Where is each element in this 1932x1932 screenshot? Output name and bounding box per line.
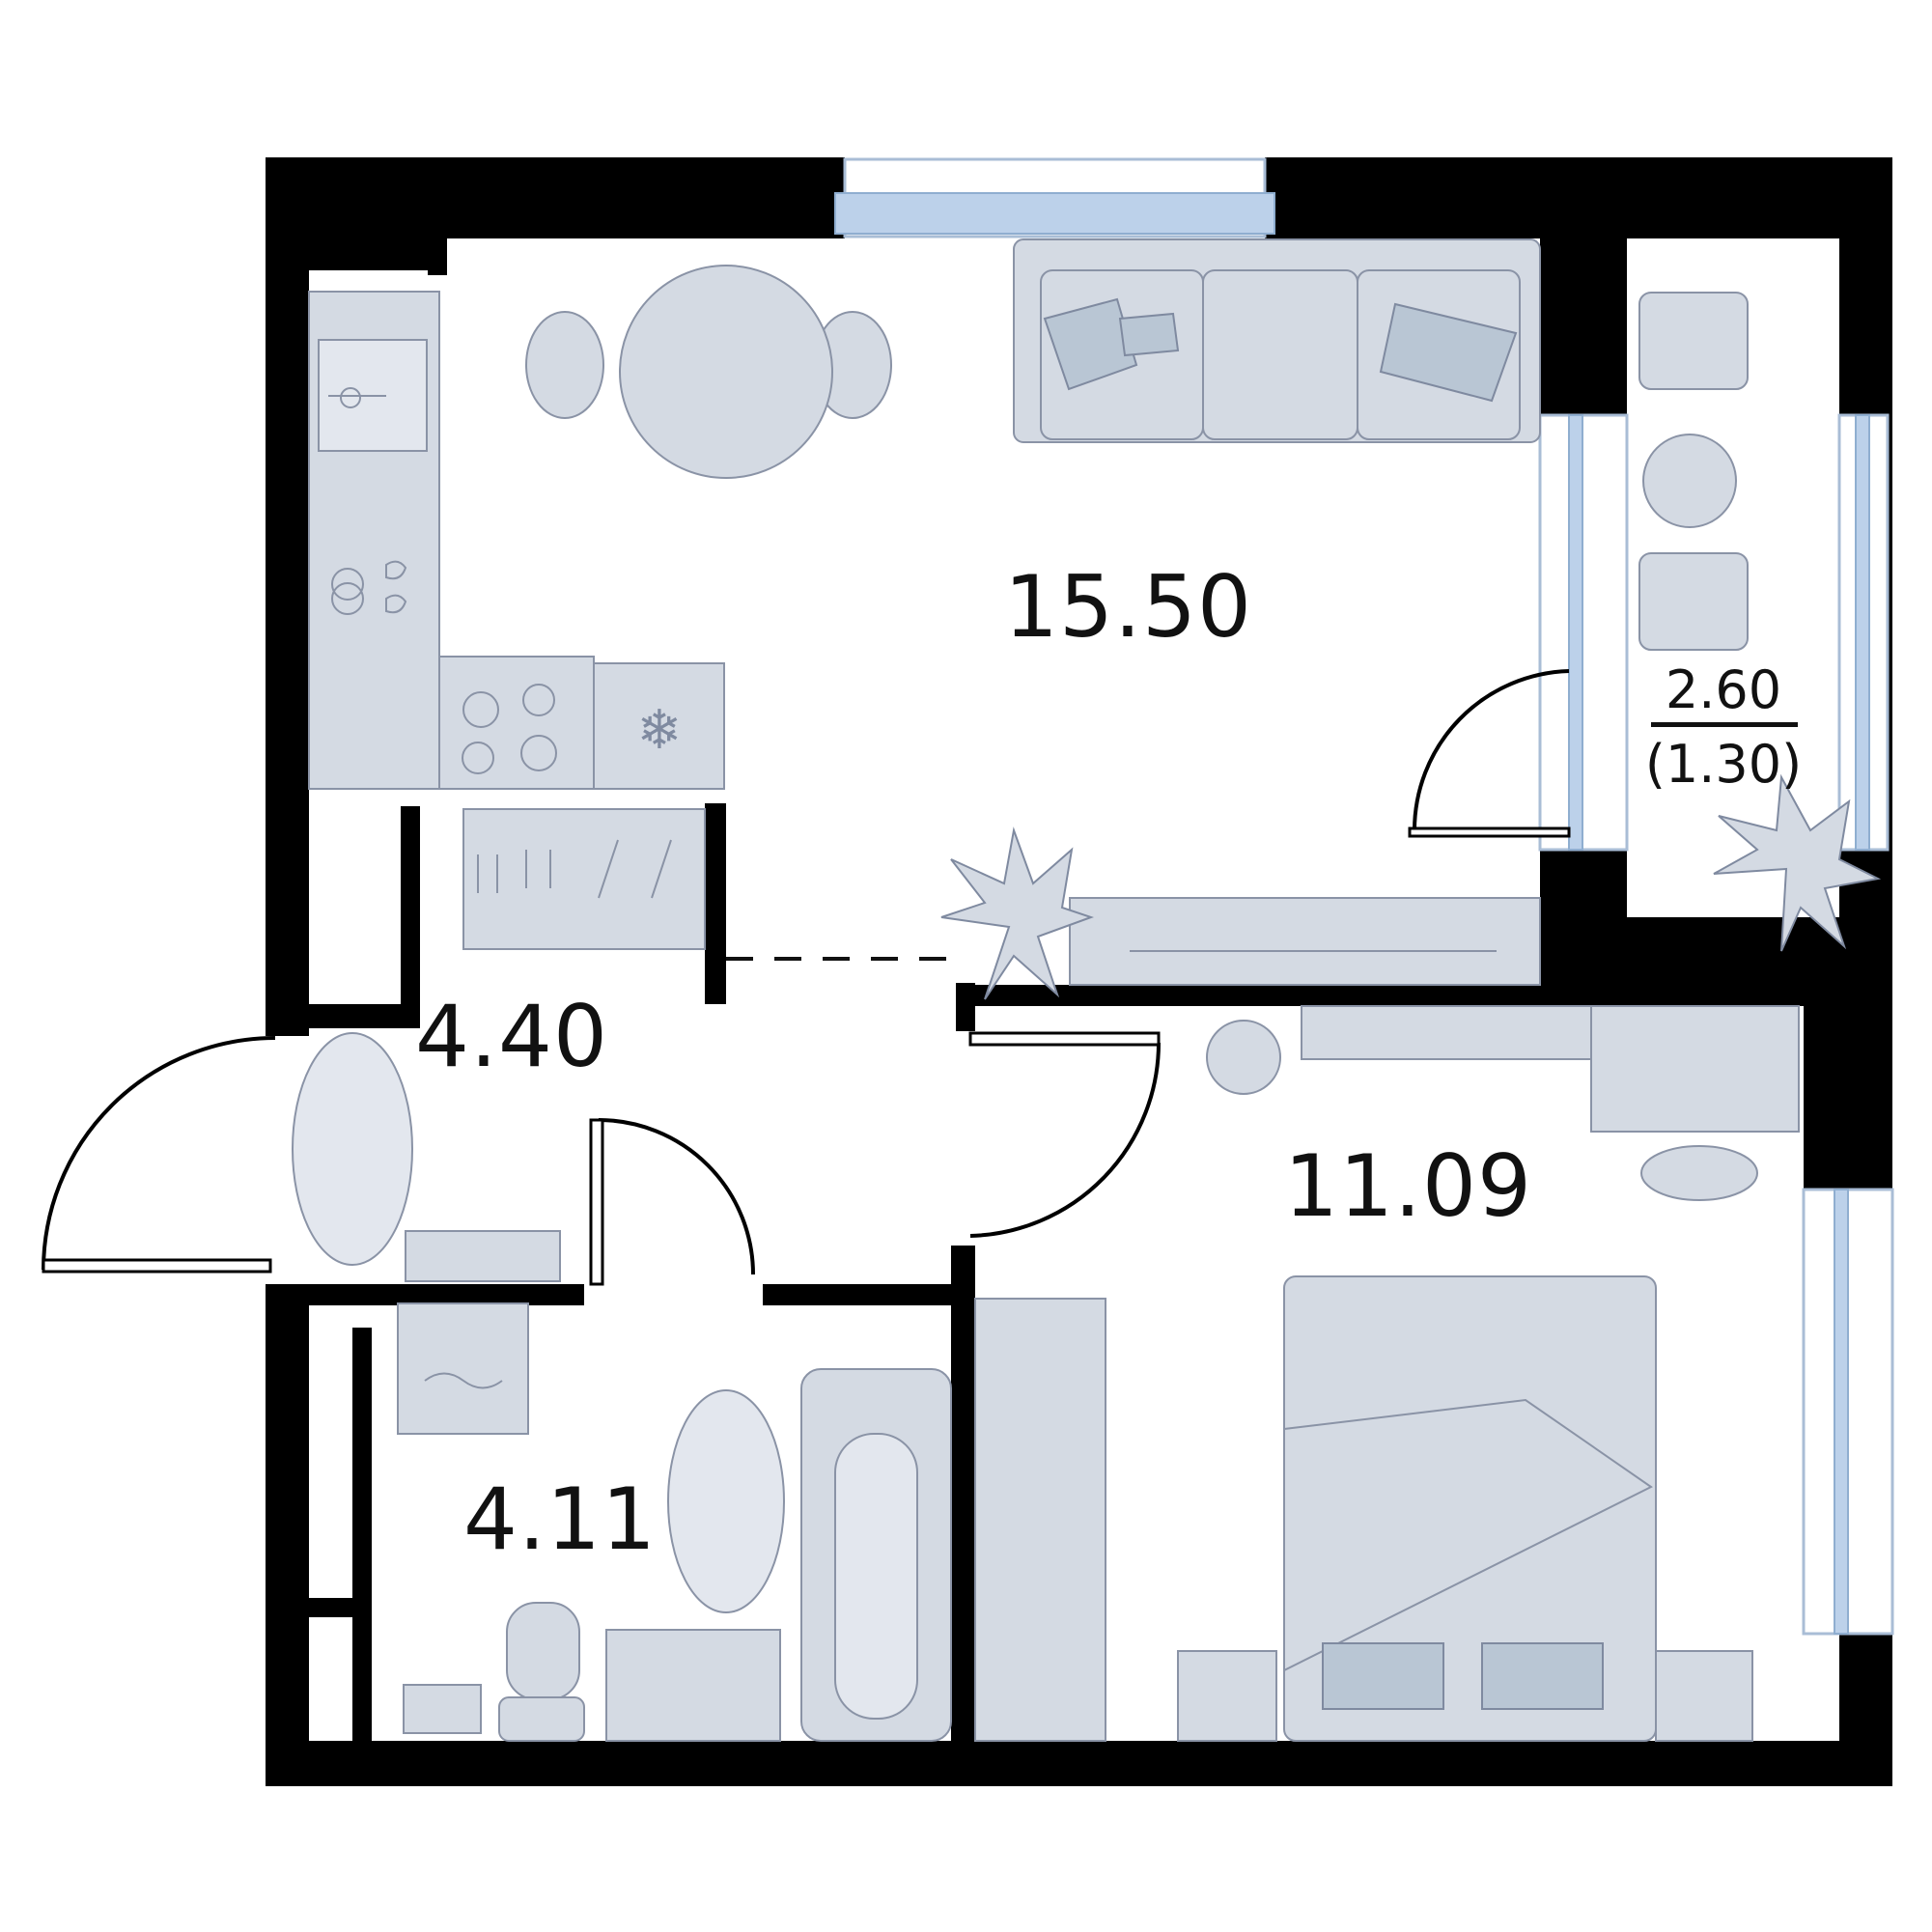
wall-wardrobe-right [705, 803, 726, 1004]
chair-icon [525, 311, 604, 419]
plant-icon [940, 773, 1882, 1000]
fridge-icon [593, 662, 725, 790]
wardrobe-icon [974, 1298, 1106, 1742]
toilet-icon [506, 1602, 580, 1700]
shoe-cabinet [462, 808, 706, 950]
wall-balcony-lower [1540, 850, 1627, 985]
kitchen: ❄ [308, 291, 725, 790]
area-bedroom: 11.09 [1284, 1136, 1532, 1236]
wall-bath-closet [352, 1328, 372, 1743]
balcony-chair-icon [1638, 552, 1749, 651]
area-hallway: 4.40 [415, 987, 608, 1086]
pillow-icon [1322, 1642, 1444, 1710]
door-bathroom [598, 1118, 755, 1275]
sofa-icon [1013, 238, 1541, 443]
wall-left-lower [266, 1284, 309, 1786]
fraction-line [1651, 722, 1798, 727]
bedroom [974, 1005, 1800, 1742]
wall-corner-block [309, 232, 444, 270]
nightstand-icon [1177, 1650, 1277, 1742]
shoe-rack-icon [405, 1230, 561, 1282]
window-living-right-glass [1568, 414, 1583, 851]
wall-corner-post [428, 232, 447, 275]
bath-mat-icon [667, 1389, 785, 1613]
balcony [1638, 292, 1749, 651]
hob-burner-icon [331, 568, 364, 601]
dining [525, 265, 892, 479]
door-entrance [42, 1036, 276, 1271]
snowflake-icon: ❄ [637, 699, 683, 762]
door-bedroom [969, 1042, 1161, 1238]
tv-stand [1069, 897, 1541, 986]
wall-top-left [266, 157, 845, 238]
windows [834, 157, 1894, 1636]
sink-icon [605, 1629, 781, 1742]
washing-machine-icon [397, 1302, 529, 1435]
walls [266, 157, 1892, 1786]
wall-bedroom-left [951, 1246, 975, 1743]
wall-door-jamb [956, 983, 975, 1031]
wall-closet-bottom [309, 1004, 401, 1028]
pillow-icon [1379, 302, 1518, 403]
area-balcony: 2.60 [1665, 659, 1782, 720]
wall-left-upper [266, 157, 309, 1036]
wall-bottom [266, 1741, 1892, 1786]
dining-table-icon [619, 265, 833, 479]
bucket-icon [403, 1684, 482, 1734]
wall-bath-top-left [266, 1284, 584, 1305]
window-balcony-glass [1855, 414, 1870, 851]
hallway [292, 808, 706, 1282]
robot-vacuum-icon [1206, 1020, 1281, 1095]
window-top-glass [834, 192, 1275, 235]
nightstand-icon [1655, 1650, 1753, 1742]
area-living-kitchen: 15.50 [1004, 557, 1252, 657]
wall-bath-closet-shelf [280, 1598, 357, 1617]
wall-bedroom-right-upper [1804, 1006, 1839, 1190]
area-balcony-reduced: (1.30) [1644, 734, 1803, 795]
tv-cabinet [1069, 897, 1541, 986]
wall-living-bedroom [966, 985, 1839, 1006]
office-chair-icon [1640, 1145, 1758, 1201]
balcony-chair-icon [1638, 292, 1749, 390]
wall-balcony-upper [1540, 232, 1627, 415]
wall-balcony-bottom [1627, 917, 1839, 985]
desk-icon [1590, 1005, 1800, 1133]
wall-closet-right [401, 806, 420, 1028]
bathroom [397, 1302, 952, 1742]
wall-bath-top-right [763, 1284, 956, 1305]
pillow-icon [1481, 1642, 1604, 1710]
area-bathroom: 4.11 [463, 1470, 657, 1569]
wall-top-right [1265, 157, 1892, 238]
doors [42, 669, 1571, 1286]
window-bedroom-glass [1834, 1189, 1849, 1635]
tv-unit [1301, 1005, 1592, 1060]
balcony-table-icon [1642, 434, 1737, 528]
stove-icon [438, 656, 595, 790]
rug-icon [292, 1032, 413, 1266]
pillow-icon [1043, 297, 1138, 391]
door-balcony [1413, 669, 1570, 831]
